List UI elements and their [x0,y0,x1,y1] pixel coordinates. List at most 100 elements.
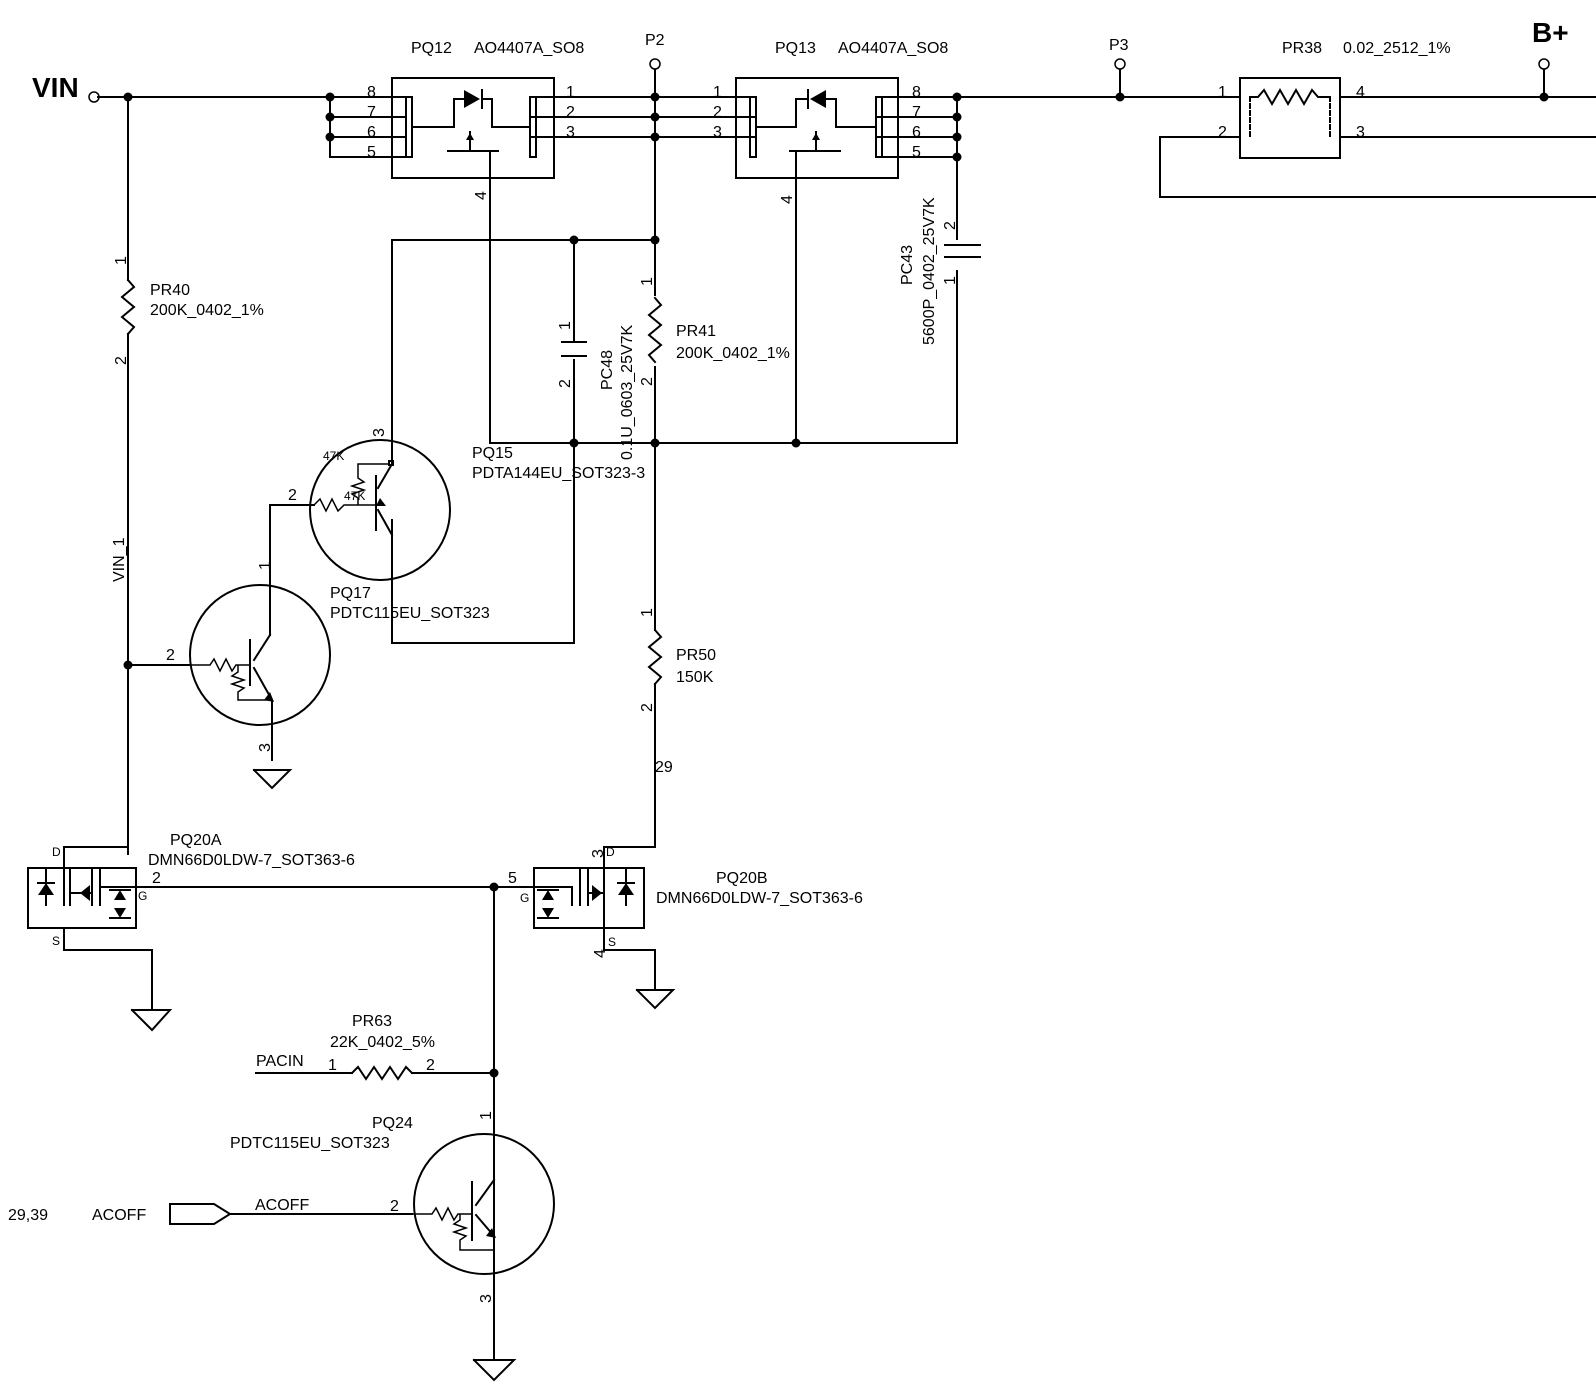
pin-2: 2 [152,870,161,887]
junction-dots [123,92,1549,1078]
p3-testpoint [1114,58,1126,70]
pin-8: 8 [367,84,376,101]
pin-2: 2 [639,703,656,712]
pin-2: 2 [639,377,656,386]
acoff-sheet-ref: 29,39 [8,1207,48,1224]
pin-5: 5 [367,144,376,161]
pin-2: 2 [713,104,722,121]
pq20a-mosfet: D 2 G S PQ20A DMN66D0LDW-7_SOT363-6 [27,832,501,1032]
vin-terminal [88,91,100,103]
net29-label: 29 [655,759,673,776]
ground-symbol [252,768,293,790]
pin-5: 5 [912,144,921,161]
pr63-ref: PR63 [352,1013,392,1030]
pr41-value: 200K_0402_1% [676,345,790,362]
vin-label: VIN [32,72,79,103]
pin-2: 2 [942,221,959,230]
ground-symbol [472,1358,517,1382]
pq20b-ref: PQ20B [716,870,768,887]
pq12-mosfet: PQ12 AO4407A_SO8 8 7 6 5 1 2 3 4 [367,40,584,201]
pin-6: 6 [912,124,921,141]
pin-g: G [520,891,529,905]
pin-s: S [608,935,616,949]
pin-7: 7 [367,104,376,121]
pin-2: 2 [288,487,297,504]
pin-g: G [138,889,147,903]
pq20b-value: DMN66D0LDW-7_SOT363-6 [656,890,863,907]
pr38-ref: PR38 [1282,40,1322,57]
pq20a-ref: PQ20A [170,832,222,849]
pin-1: 1 [713,84,722,101]
acoff-port-label: ACOFF [92,1207,146,1224]
pin-1: 1 [328,1057,337,1074]
pin-3: 3 [713,124,722,141]
pin-3: 3 [371,428,388,437]
pq15-ref: PQ15 [472,445,513,462]
pc48-value: 0.1U_0603_25V7K [619,324,636,460]
pin-1: 1 [639,608,656,617]
pin-2: 2 [557,379,574,388]
pin-2: 2 [113,356,130,365]
ground-symbol [635,988,676,1010]
pacin-label: PACIN [256,1053,304,1070]
pq13-ref: PQ13 [775,40,816,57]
pc43-capacitor: 2 1 PC43 5600P_0402_25V7K [899,197,981,345]
p3-label: P3 [1109,37,1129,54]
pr41-ref: PR41 [676,323,716,340]
pin-1: 1 [1218,84,1227,101]
pq24-ref: PQ24 [372,1115,413,1132]
pin-d: D [606,845,615,859]
acoff-wire-label: ACOFF [255,1197,309,1214]
pin-4: 4 [473,191,490,200]
pr40-resistor: PR40 200K_0402_1% 1 2 VIN_1 [111,96,264,855]
pr63-value: 22K_0402_5% [330,1034,435,1051]
pin-1: 1 [557,321,574,330]
pq17-value: PDTC115EU_SOT323 [330,605,490,622]
pc43-value: 5600P_0402_25V7K [921,197,938,345]
pq15-transistor: 47K 47K 3 2 PQ15 PDTA144EU_SOT323-3 [269,428,645,591]
pr40-ref: PR40 [150,282,190,299]
pin-2: 2 [166,647,175,664]
acoff-port: ACOFF ACOFF 29,39 [8,1197,309,1225]
pq12-ref: PQ12 [411,40,452,57]
pq15-r2-label: 47K [344,489,365,503]
pq17-ref: PQ17 [330,585,371,602]
pin-1: 1 [566,84,575,101]
pin-1: 1 [113,256,130,265]
bplus-label: B+ [1532,17,1569,48]
pin-6: 6 [367,124,376,141]
pq15-r1-label: 47K [323,449,344,463]
bplus-testpoint [1538,58,1550,70]
pin-8: 8 [912,84,921,101]
pin-3: 3 [257,743,274,752]
pc43-ref: PC43 [899,245,916,285]
pq12-value: AO4407A_SO8 [474,40,584,57]
pin-2: 2 [566,104,575,121]
pq20a-value: DMN66D0LDW-7_SOT363-6 [148,852,355,869]
pq13-value: AO4407A_SO8 [838,40,948,57]
pq15-value: PDTA144EU_SOT323-3 [472,465,645,482]
pin-3: 3 [566,124,575,141]
pr40-value: 200K_0402_1% [150,302,264,319]
pin-s: S [52,934,60,948]
pc48-capacitor: 1 2 PC48 0.1U_0603_25V7K [557,321,636,460]
gate-node-wires [391,199,958,644]
vin1-net-label: VIN_1 [111,537,128,582]
pin-7: 7 [912,104,921,121]
pr50-value: 150K [676,669,714,686]
pin-2: 2 [390,1198,399,1215]
pin-4: 4 [1356,84,1365,101]
pq20b-mosfet: 3 D 5 G 4 S PQ20B DMN66D0LDW-7_SOT363-6 [499,845,863,1010]
pq24-transistor: 1 2 3 PQ24 PDTC115EU_SOT323 [229,1111,555,1382]
pr50-resistor: 1 2 PR50 150K 29 [603,442,716,848]
pin-4: 4 [592,949,609,958]
pin-1: 1 [942,276,959,285]
pr38-value: 0.02_2512_1% [1343,40,1451,57]
pin-2: 2 [1218,124,1227,141]
pr63-resistor: PACIN 1 2 PR63 22K_0402_5% [255,886,495,1237]
top-rail-wires [97,69,1596,444]
pin-1: 1 [639,277,656,286]
pq24-value: PDTC115EU_SOT323 [230,1135,390,1152]
pin-4: 4 [779,195,796,204]
